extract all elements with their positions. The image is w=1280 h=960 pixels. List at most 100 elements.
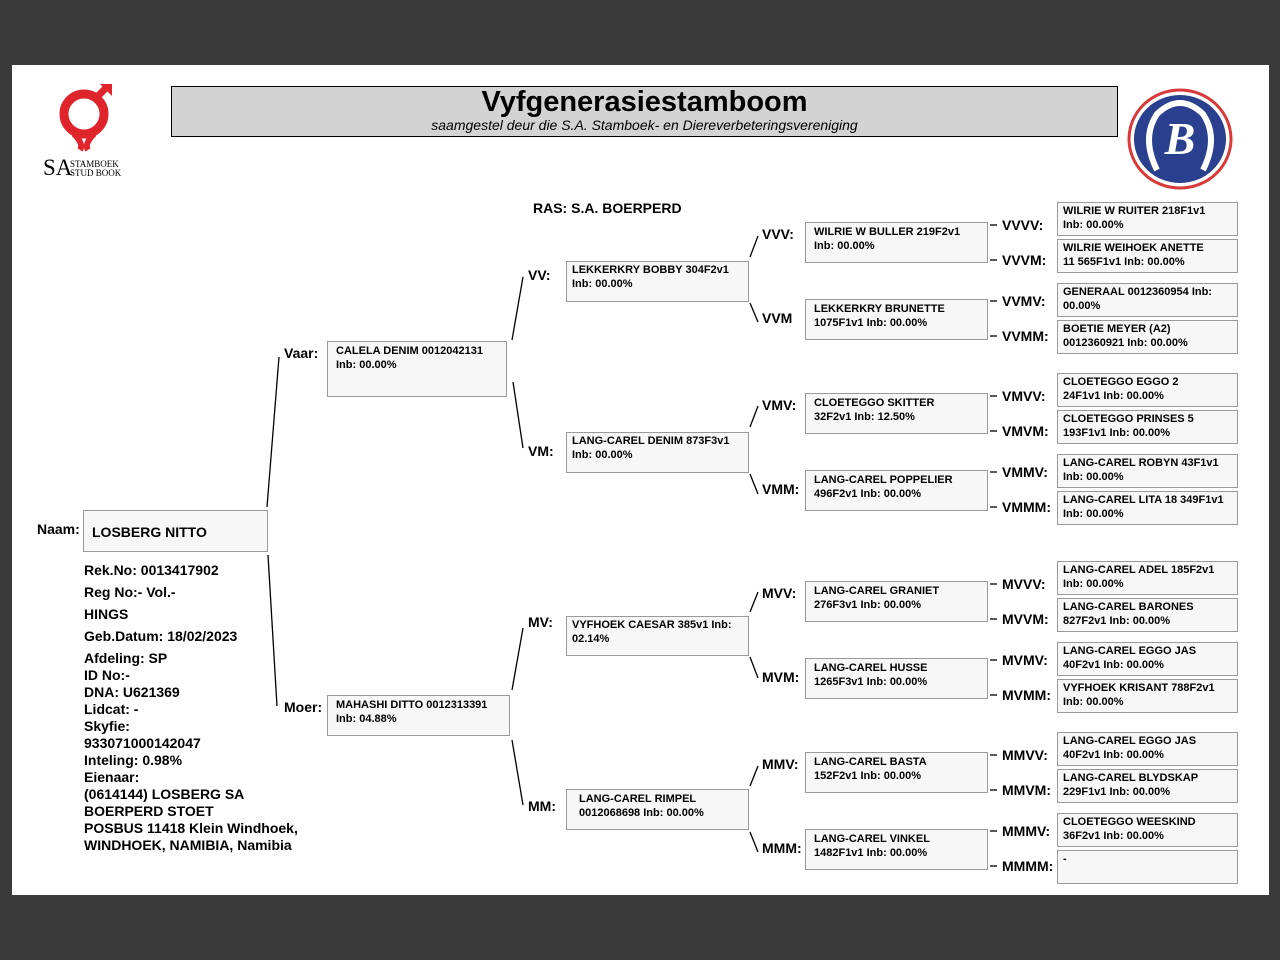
dam-inb: Inb: 04.88% — [336, 713, 397, 725]
mm-box: LANG-CAREL RIMPEL 0012068698 Inb: 00.00% — [566, 789, 749, 830]
vmmv-name: LANG-CAREL ROBYN 43F1v1 — [1063, 457, 1219, 469]
mmmv-box: CLOETEGGO WEESKIND 36F2v1 Inb: 00.00% — [1057, 813, 1238, 847]
mmvm-inb: 229F1v1 Inb: 00.00% — [1063, 786, 1171, 798]
vvvm-label: VVVM: — [1002, 252, 1047, 268]
vmmv-inb: Inb: 00.00% — [1063, 471, 1124, 483]
vm-inb: Inb: 00.00% — [572, 449, 633, 461]
mvmv-inb: 40F2v1 Inb: 00.00% — [1063, 659, 1164, 671]
mvvm-inb: 827F2v1 Inb: 00.00% — [1063, 615, 1171, 627]
mmmv-label: MMMV: — [1002, 823, 1051, 839]
vvmv-box: GENERAAL 0012360954 Inb: 00.00% — [1057, 283, 1238, 317]
page-title: Vyfgenerasiestamboom — [481, 86, 808, 118]
mmm-inb: 1482F1v1 Inb: 00.00% — [814, 847, 928, 859]
vvm-label: VVM — [762, 310, 793, 326]
sire-name: CALELA DENIM 0012042131 — [336, 345, 483, 357]
detail-section: Afdeling: SP — [84, 650, 168, 666]
mvv-name: LANG-CAREL GRANIET — [814, 585, 940, 597]
mmvv-name: LANG-CAREL EGGO JAS — [1063, 735, 1197, 747]
mvm-inb: 1265F3v1 Inb: 00.00% — [814, 676, 928, 688]
mvvm-name: LANG-CAREL BARONES — [1063, 601, 1194, 613]
mvvm-box: LANG-CAREL BARONES 827F2v1 Inb: 00.00% — [1057, 598, 1238, 632]
vvmv-inb: 00.00% — [1063, 300, 1101, 312]
detail-chip-number: 933071000142047 — [84, 735, 201, 751]
mmv-label: MMV: — [762, 756, 799, 772]
mmmv-inb: 36F2v1 Inb: 00.00% — [1063, 830, 1164, 842]
vm-label: VM: — [528, 443, 554, 459]
page-subtitle: saamgestel deur die S.A. Stamboek- en Di… — [431, 117, 858, 133]
vmmm-label: VMMM: — [1002, 499, 1051, 515]
mmvm-name: LANG-CAREL BLYDSKAP — [1063, 772, 1199, 784]
vmv-label: VMV: — [762, 397, 797, 413]
title-banner: Vyfgenerasiestamboom saamgestel deur die… — [171, 86, 1118, 137]
mmvm-box: LANG-CAREL BLYDSKAP 229F1v1 Inb: 00.00% — [1057, 769, 1238, 803]
horseshoe-b-icon: B — [1127, 88, 1233, 190]
vmm-box: LANG-CAREL POPPELIER 496F2v1 Inb: 00.00% — [805, 470, 988, 511]
mvvv-inb: Inb: 00.00% — [1063, 578, 1124, 590]
sire-box: CALELA DENIM 0012042131 Inb: 00.00% — [327, 341, 507, 397]
vvv-box: WILRIE W BULLER 219F2v1 Inb: 00.00% — [805, 222, 988, 263]
dam-name: MAHASHI DITTO 0012313391 — [336, 699, 488, 711]
mmm-box: LANG-CAREL VINKEL 1482F1v1 Inb: 00.00% — [805, 829, 988, 870]
dam-box: MAHASHI DITTO 0012313391 Inb: 04.88% — [327, 695, 510, 736]
detail-owner-line1: (0614144) LOSBERG SA — [84, 786, 245, 802]
vvmv-label: VVMV: — [1002, 293, 1046, 309]
detail-idno: ID No:- — [84, 667, 130, 683]
mvmm-box: VYFHOEK KRISANT 788F2v1 Inb: 00.00% — [1057, 679, 1238, 713]
mm-label: MM: — [528, 798, 556, 814]
mmvv-box: LANG-CAREL EGGO JAS 40F2v1 Inb: 00.00% — [1057, 732, 1238, 766]
mvm-name: LANG-CAREL HUSSE — [814, 662, 928, 674]
mmmm-label: MMMM: — [1002, 858, 1054, 874]
mvm-box: LANG-CAREL HUSSE 1265F3v1 Inb: 00.00% — [805, 658, 988, 699]
vmv-name: CLOETEGGO SKITTER — [814, 397, 935, 409]
detail-rekno: Rek.No: 0013417902 — [84, 562, 219, 578]
logo-line1: STAMBOEK — [70, 159, 119, 169]
vvv-name: WILRIE W BULLER 219F2v1 — [814, 226, 961, 238]
vv-label: VV: — [528, 267, 551, 283]
breed-society-badge: B — [1127, 88, 1233, 190]
sire-inb: Inb: 00.00% — [336, 359, 397, 371]
sa-studbook-logo: SA STAMBOEK STUD BOOK — [40, 84, 150, 184]
vmvm-name: CLOETEGGO PRINSES 5 — [1063, 413, 1194, 425]
detail-birthdate: Geb.Datum: 18/02/2023 — [84, 628, 238, 644]
vvvv-box: WILRIE W RUITER 218F1v1 Inb: 00.00% — [1057, 202, 1238, 236]
vm-box: LANG-CAREL DENIM 873F3v1 Inb: 00.00% — [566, 432, 749, 473]
detail-owner-line4: WINDHOEK, NAMIBIA, Namibia — [84, 837, 292, 853]
vmvv-name: CLOETEGGO EGGO 2 — [1063, 376, 1179, 388]
vmvv-inb: 24F1v1 Inb: 00.00% — [1063, 390, 1164, 402]
vvmm-inb: 0012360921 Inb: 00.00% — [1063, 337, 1188, 349]
vvmm-box: BOETIE MEYER (A2) 0012360921 Inb: 00.00% — [1057, 320, 1238, 354]
logo-line2: STUD BOOK — [70, 168, 122, 178]
vmmv-box: LANG-CAREL ROBYN 43F1v1 Inb: 00.00% — [1057, 454, 1238, 488]
subject-label: Naam: — [37, 521, 80, 537]
sire-label: Vaar: — [284, 345, 319, 361]
mmv-name: LANG-CAREL BASTA — [814, 756, 927, 768]
mvvm-label: MVVM: — [1002, 611, 1049, 627]
mvmm-label: MVMM: — [1002, 687, 1051, 703]
detail-regno: Reg No:- Vol.- — [84, 584, 176, 600]
vvvm-inb: 11 565F1v1 Inb: 00.00% — [1063, 256, 1185, 268]
mmv-inb: 152F2v1 Inb: 00.00% — [814, 770, 922, 782]
vmvv-box: CLOETEGGO EGGO 2 24F1v1 Inb: 00.00% — [1057, 373, 1238, 407]
mmmm-name: - — [1063, 853, 1067, 865]
vvvm-box: WILRIE WEIHOEK ANETTE 11 565F1v1 Inb: 00… — [1057, 239, 1238, 273]
mm-inb: 0012068698 Inb: 00.00% — [579, 807, 704, 819]
vv-name: LEKKERKRY BOBBY 304F2v1 — [572, 264, 729, 276]
detail-inbreeding: Inteling: 0.98% — [84, 752, 183, 768]
detail-owner-line3: POSBUS 11418 Klein Windhoek, — [84, 820, 298, 836]
vmvv-label: VMVV: — [1002, 388, 1046, 404]
mmv-box: LANG-CAREL BASTA 152F2v1 Inb: 00.00% — [805, 752, 988, 793]
vvv-inb: Inb: 00.00% — [814, 240, 875, 252]
mv-label: MV: — [528, 614, 553, 630]
vmv-inb: 32F2v1 Inb: 12.50% — [814, 411, 915, 423]
mvvv-label: MVVV: — [1002, 576, 1046, 592]
vvv-label: VVV: — [762, 226, 794, 242]
vvm-inb: 1075F1v1 Inb: 00.00% — [814, 317, 928, 329]
vmmm-box: LANG-CAREL LITA 18 349F1v1 Inb: 00.00% — [1057, 491, 1238, 525]
studbook-symbol-icon — [59, 84, 112, 152]
vmm-inb: 496F2v1 Inb: 00.00% — [814, 488, 922, 500]
subject-name: LOSBERG NITTO — [92, 524, 207, 540]
vmm-name: LANG-CAREL POPPELIER — [814, 474, 953, 486]
mmm-label: MMM: — [762, 840, 802, 856]
vvvv-name: WILRIE W RUITER 218F1v1 — [1063, 205, 1206, 217]
